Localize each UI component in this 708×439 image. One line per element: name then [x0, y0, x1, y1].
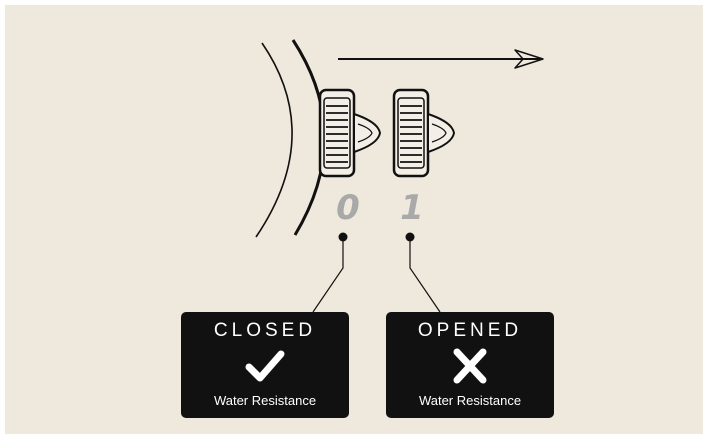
- case-edge-outer-arc: [255, 42, 293, 238]
- opened-status-box: OPENED Water Resistance: [386, 312, 554, 418]
- diagram-canvas: 0 1 CLOSED Water Resistance OPENED Water…: [5, 5, 703, 434]
- closed-status-title: CLOSED: [213, 320, 317, 341]
- cross-icon: [453, 348, 487, 384]
- position-digit-1: 1: [400, 188, 424, 228]
- closed-status-caption: Water Resistance: [213, 393, 317, 408]
- leader-line-opened: [405, 232, 441, 313]
- opened-status-caption: Water Resistance: [418, 393, 522, 408]
- closed-status-box: CLOSED Water Resistance: [181, 312, 349, 418]
- pull-direction-arrow-icon: [338, 49, 544, 69]
- opened-status-title: OPENED: [417, 320, 523, 341]
- leader-line-closed: [312, 232, 348, 313]
- checkmark-icon: [245, 350, 285, 382]
- crown-closed-icon: [318, 88, 382, 178]
- crown-diagram: 0 1: [255, 39, 544, 313]
- position-digit-0: 0: [336, 188, 360, 228]
- crown-opened-icon: [392, 88, 456, 178]
